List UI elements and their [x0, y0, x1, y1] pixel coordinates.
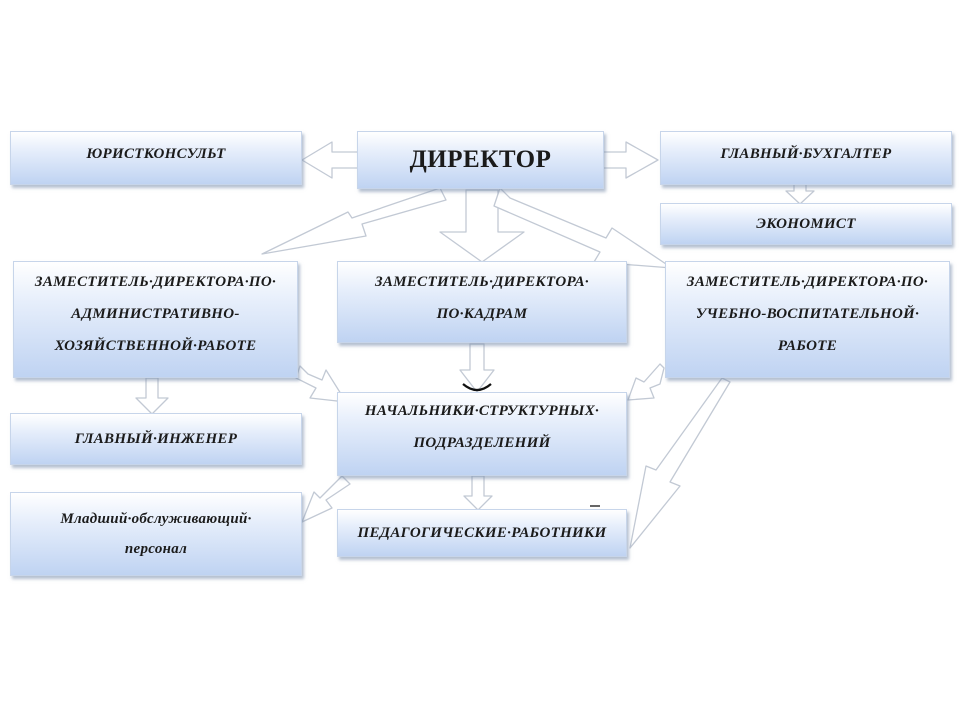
chief-engineer-label: ГЛАВНЫЙ·ИНЖЕНЕР — [74, 431, 238, 447]
heads-of-units-label: НАЧАЛЬНИКИ·СТРУКТУРНЫХ· ПОДРАЗДЕЛЕНИЙ — [364, 403, 600, 451]
junior-staff-label: Младший·обслуживающий· персонал — [60, 511, 252, 557]
deputy-edu-label: ЗАМЕСТИТЕЛЬ·ДИРЕКТОРА·ПО· УЧЕБНО-ВОСПИТА… — [686, 274, 929, 354]
chief-accountant-label: ГЛАВНЫЙ·БУХГАЛТЕР — [720, 146, 892, 162]
economist-label: ЭКОНОМИСТ — [756, 216, 856, 232]
deputy-hr-box: ЗАМЕСТИТЕЛЬ·ДИРЕКТОРА· ПО·КАДРАМ — [337, 261, 627, 343]
deputy-admin-label: ЗАМЕСТИТЕЛЬ·ДИРЕКТОРА·ПО· АДМИНИСТРАТИВН… — [34, 274, 277, 354]
arrow-edu-to-teachers — [629, 377, 731, 549]
arrow-edu-to-heads — [627, 363, 665, 401]
arrow-heads-to-teachers — [463, 475, 493, 511]
arrow-hr-to-heads — [459, 343, 495, 393]
legal-advisor-label: ЮРИСТКОНСУЛЬТ — [86, 146, 226, 162]
director-box: ДИРЕКТОР — [357, 131, 604, 189]
deputy-admin-box: ЗАМЕСТИТЕЛЬ·ДИРЕКТОРА·ПО· АДМИНИСТРАТИВН… — [13, 261, 298, 378]
arrow-director-to-legal — [301, 141, 359, 179]
legal-advisor-box: ЮРИСТКОНСУЛЬТ — [10, 131, 302, 185]
economist-box: ЭКОНОМИСТ — [660, 203, 952, 245]
arrow-director-to-edu — [493, 187, 673, 269]
arrow-admin-to-engineer — [135, 377, 169, 415]
arrow-accountant-to-economist — [785, 183, 815, 205]
teachers-label: ПЕДАГОГИЧЕСКИЕ·РАБОТНИКИ — [357, 525, 607, 541]
mark-glyph — [462, 383, 492, 392]
deputy-hr-label: ЗАМЕСТИТЕЛЬ·ДИРЕКТОРА· ПО·КАДРАМ — [375, 274, 589, 322]
chief-engineer-box: ГЛАВНЫЙ·ИНЖЕНЕР — [10, 413, 302, 465]
chief-accountant-box: ГЛАВНЫЙ·БУХГАЛТЕР — [660, 131, 952, 185]
heads-of-units-box: НАЧАЛЬНИКИ·СТРУКТУРНЫХ· ПОДРАЗДЕЛЕНИЙ — [337, 392, 627, 476]
teachers-box: ПЕДАГОГИЧЕСКИЕ·РАБОТНИКИ — [337, 509, 627, 557]
arrow-director-to-accountant — [595, 141, 659, 179]
director-label: ДИРЕКТОР — [409, 146, 552, 173]
deputy-edu-box: ЗАМЕСТИТЕЛЬ·ДИРЕКТОРА·ПО· УЧЕБНО-ВОСПИТА… — [665, 261, 950, 378]
junior-staff-box: Младший·обслуживающий· персонал — [10, 492, 302, 576]
arrow-director-to-admin — [261, 187, 447, 255]
arrow-heads-to-junior — [301, 475, 351, 523]
